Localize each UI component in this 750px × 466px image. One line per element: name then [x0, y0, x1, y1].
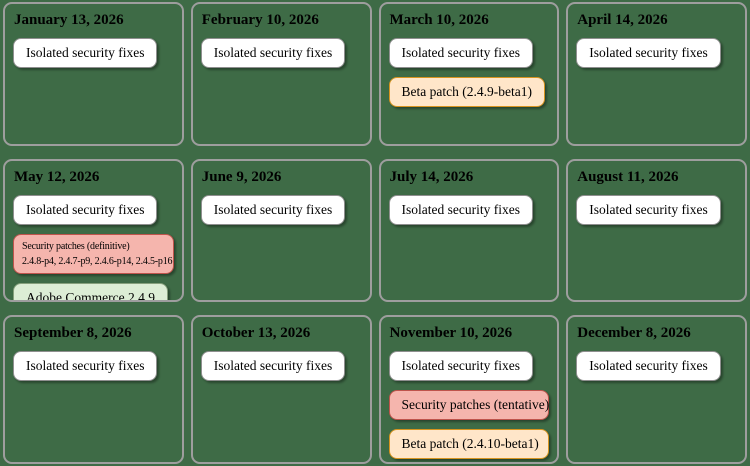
isolated-security-fixes-badge: Isolated security fixes — [388, 195, 533, 225]
isolated-security-fixes-badge: Isolated security fixes — [200, 195, 346, 225]
isolated-security-fixes-badge: Isolated security fixes — [388, 351, 533, 381]
security-patches-versions: 2.4.8-p4, 2.4.7-p9, 2.4.6-p14, 2.4.5-p16 — [22, 256, 173, 267]
month-date: June 9, 2026 — [201, 169, 282, 185]
month-cell-april: April 14, 2026 Isolated security fixes — [566, 2, 747, 146]
isolated-security-fixes-badge: Isolated security fixes — [13, 38, 158, 68]
month-cell-june: June 9, 2026 Isolated security fixes — [190, 159, 372, 302]
isolated-security-fixes-badge: Isolated security fixes — [576, 195, 721, 225]
month-date: December 8, 2026 — [577, 325, 691, 341]
month-date: September 8, 2026 — [14, 325, 132, 341]
isolated-security-fixes-badge: Isolated security fixes — [200, 351, 346, 381]
beta-patch-badge: Beta patch (2.4.9-beta1) — [388, 77, 545, 107]
security-patches-definitive-badge: Security patches (definitive) 2.4.8-p4, … — [13, 234, 174, 274]
month-cell-july: July 14, 2026 Isolated security fixes — [378, 159, 560, 302]
month-date: August 11, 2026 — [577, 169, 679, 185]
month-date: February 10, 2026 — [201, 12, 319, 28]
month-cell-august: August 11, 2026 Isolated security fixes — [566, 159, 747, 302]
isolated-security-fixes-badge: Isolated security fixes — [13, 195, 158, 225]
month-cell-march: March 10, 2026 Isolated security fixes B… — [378, 2, 560, 146]
isolated-security-fixes-badge: Isolated security fixes — [576, 38, 721, 68]
security-patches-title: Security patches (definitive) — [22, 241, 130, 252]
security-patches-tentative-badge: Security patches (tentative) — [388, 390, 550, 420]
beta-patch-badge: Beta patch (2.4.10-beta1) — [388, 429, 550, 459]
month-date: May 12, 2026 — [14, 169, 100, 185]
month-date: April 14, 2026 — [577, 12, 668, 28]
month-cell-january: January 13, 2026 Isolated security fixes — [3, 2, 184, 146]
month-cell-december: December 8, 2026 Isolated security fixes — [566, 315, 747, 464]
month-date: March 10, 2026 — [389, 12, 489, 28]
month-cell-february: February 10, 2026 Isolated security fixe… — [190, 2, 372, 146]
month-cell-may: May 12, 2026 Isolated security fixes Sec… — [3, 159, 184, 302]
month-date: January 13, 2026 — [14, 12, 124, 28]
month-cell-october: October 13, 2026 Isolated security fixes — [190, 315, 372, 464]
month-date: October 13, 2026 — [201, 325, 311, 341]
month-date: July 14, 2026 — [389, 169, 474, 185]
isolated-security-fixes-badge: Isolated security fixes — [13, 351, 158, 381]
month-cell-september: September 8, 2026 Isolated security fixe… — [3, 315, 184, 464]
isolated-security-fixes-badge: Isolated security fixes — [576, 351, 721, 381]
isolated-security-fixes-badge: Isolated security fixes — [388, 38, 533, 68]
month-cell-november: November 10, 2026 Isolated security fixe… — [378, 315, 560, 464]
month-date: November 10, 2026 — [389, 325, 513, 341]
adobe-commerce-release-badge: Adobe Commerce 2.4.9 — [13, 283, 168, 300]
isolated-security-fixes-badge: Isolated security fixes — [200, 38, 346, 68]
